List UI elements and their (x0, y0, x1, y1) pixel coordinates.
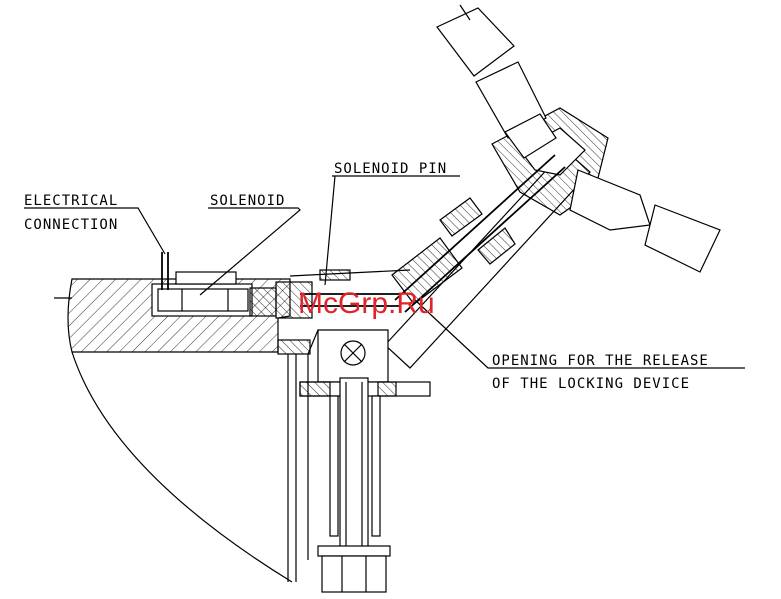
label-solenoid: SOLENOID (210, 193, 285, 209)
frame-wall (278, 330, 318, 582)
housing-plate (54, 279, 292, 582)
label-opening: OPENING FOR THE RELEASE (492, 353, 709, 369)
watermark-text: McGrp.Ru (298, 287, 435, 320)
label-connection: CONNECTION (24, 217, 118, 233)
right-handle (570, 170, 720, 272)
label-solenoid-pin: SOLENOID PIN (334, 161, 447, 177)
upper-handle (437, 5, 556, 158)
release-lever (385, 108, 608, 368)
label-locking-device: OF THE LOCKING DEVICE (492, 376, 690, 392)
label-electrical: ELECTRICAL (24, 193, 118, 209)
bolt (318, 378, 390, 592)
